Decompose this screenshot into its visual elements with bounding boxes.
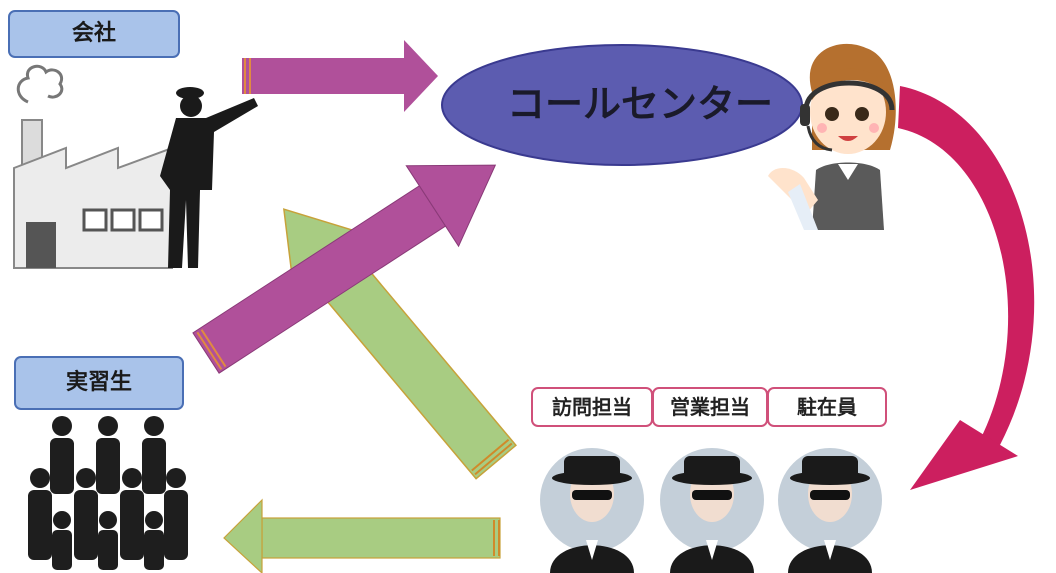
company-label: 会社 — [8, 10, 180, 58]
factory-icon — [13, 64, 173, 269]
arrow-company-to-callcenter — [242, 40, 438, 112]
trainees-label: 実習生 — [14, 356, 184, 410]
role-visit-label: 訪問担当 — [531, 387, 653, 427]
arrow-callcenter-to-roles — [898, 86, 1035, 490]
role-sales-label: 営業担当 — [652, 387, 768, 427]
pointing-man-icon — [160, 87, 258, 268]
agent-icon — [540, 448, 644, 573]
callcenter-label: コールセンター — [507, 82, 773, 126]
arrow-roles-to-trainees — [223, 498, 501, 573]
operator-icon — [768, 43, 896, 230]
agent-icon — [778, 448, 882, 573]
agent-icon — [660, 448, 764, 573]
role-resident-label: 駐在員 — [767, 387, 887, 427]
crowd-icon — [28, 416, 188, 570]
arrow-trainees-to-callcenter — [192, 164, 497, 374]
